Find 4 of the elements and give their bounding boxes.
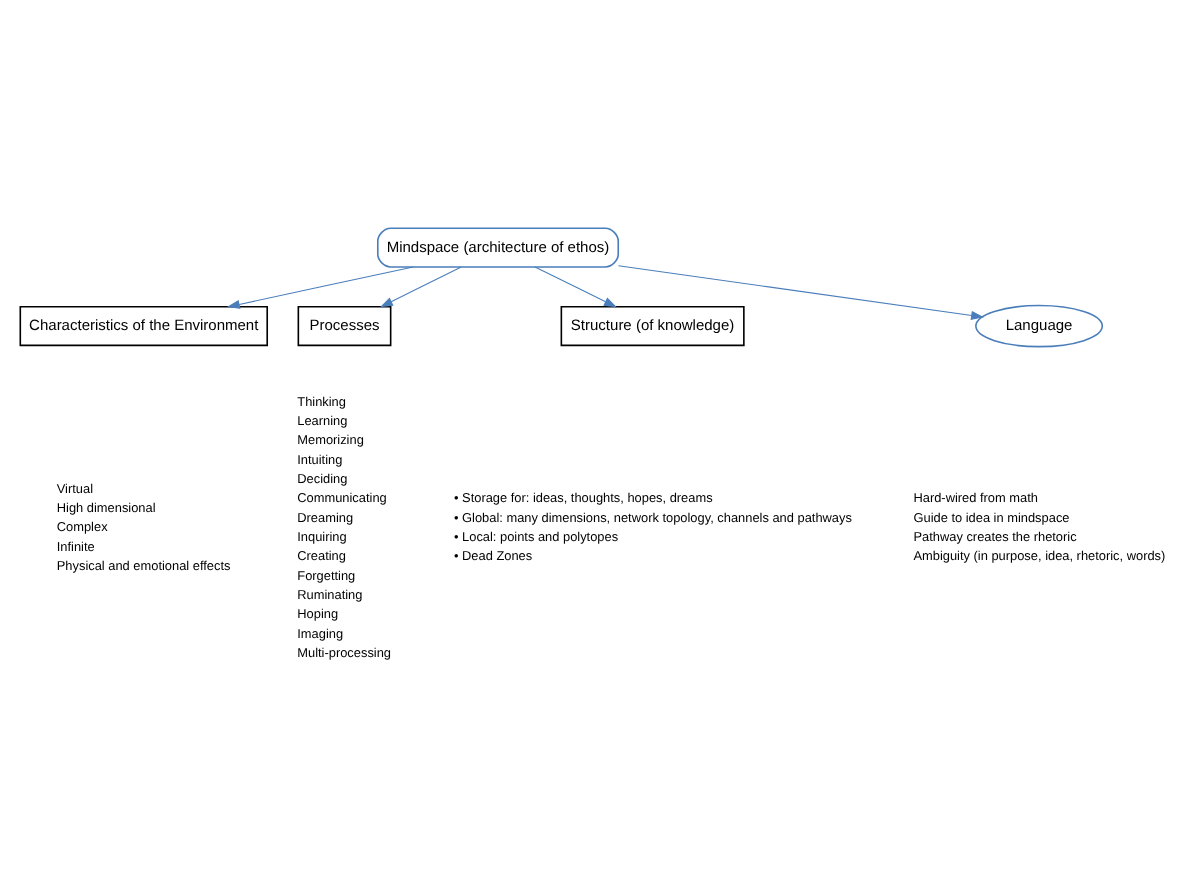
arrow — [617, 264, 984, 319]
arrow — [380, 265, 462, 307]
arrow — [226, 265, 414, 308]
arrow — [534, 265, 617, 307]
